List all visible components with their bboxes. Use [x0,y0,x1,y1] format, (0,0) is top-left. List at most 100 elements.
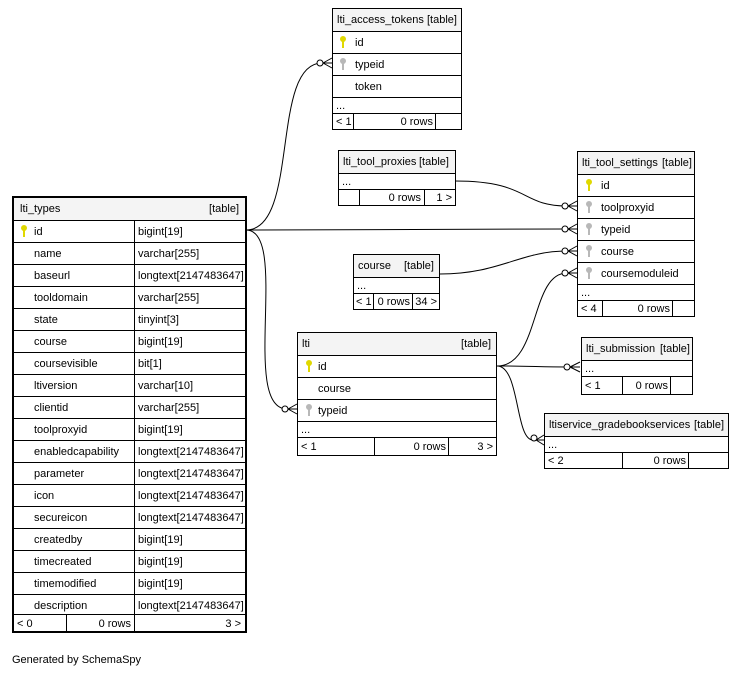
ellipsis-row: ... [333,97,461,113]
column-row: id [298,355,496,377]
children-count: 3 > [477,440,493,453]
column-type: varchar[10] [138,379,194,392]
column-type: longtext[2147483647] [138,489,244,502]
table-title: lti_tool_settings [582,157,658,169]
table-title: course [358,260,392,272]
column-row: ltiversion varchar[10] [14,374,245,396]
crowfoot [567,200,578,212]
row-count: 0 rows [377,295,410,308]
column-name: course [318,382,352,395]
link-end-circle [561,202,569,210]
ellipsis-row: ... [582,360,692,376]
table-kind: [table] [427,14,457,26]
parents-count: < 2 [548,454,564,467]
link-tool-settings-course [439,250,568,275]
ellipsis: ... [585,362,595,375]
table-kind: [table] [662,157,692,169]
column-name: timemodified [34,577,97,590]
column-type: bigint[19] [138,555,183,568]
row-count: 0 rows [400,115,433,128]
crowfoot [569,361,581,373]
column-name: course [601,245,635,258]
table-ltiservice-gradebookservices[interactable]: ltiservice_gradebookservices [table] ...… [544,413,729,469]
row-count: 0 rows [635,379,668,392]
column-type: bigint[19] [138,423,183,436]
parents-count: < 4 [581,302,597,315]
table-footer: < 1 0 rows 3 > [298,437,496,455]
table-course[interactable]: course [table] ... < 1 0 rows 34 > [353,254,440,310]
column-name: id [355,36,364,49]
table-kind: [table] [660,343,690,355]
column-name: enabledcapability [34,445,120,458]
ellipsis-row: ... [578,284,694,300]
parents-count: < 1 [585,379,601,392]
table-kind: [table] [694,419,724,431]
column-name: id [34,225,43,238]
column-name: coursevisible [34,357,98,370]
column-row: typeid [578,218,694,240]
column-name: ltiversion [34,379,78,392]
foreign-key-icon [306,404,312,416]
ellipsis-row: ... [354,277,439,293]
table-title: lti_access_tokens [337,14,424,26]
column-row: toolproxyid [578,196,694,218]
crowfoot [567,223,578,235]
foreign-key-icon [340,58,346,70]
column-name: description [34,599,88,612]
table-title: lti [302,338,310,350]
table-lti-tool-settings[interactable]: lti_tool_settings [table] id toolproxyid… [577,151,695,317]
link-lti-types [245,229,288,410]
column-row: tooldomain varchar[255] [14,286,245,308]
column-row: token [333,75,461,97]
children-count: 3 > [225,618,241,630]
link-tool-settings-lti [496,272,568,367]
table-title: lti_tool_proxies [343,156,417,168]
children-count: 34 > [415,295,437,308]
column-row: id [333,31,461,53]
link-end-circle [561,269,569,277]
link-end-circle [316,59,324,67]
generated-by-footer: Generated by SchemaSpy [12,654,142,666]
table-lti[interactable]: lti [table] id course typeid ... < 1 0 r… [297,332,497,456]
primary-key-icon [586,179,592,191]
row-count: 0 rows [653,454,686,467]
row-count: 0 rows [413,440,446,453]
parents-count: < 1 [356,295,372,308]
column-type: varchar[255] [138,247,200,260]
table-footer: < 0 0 rows 3 > [14,614,245,633]
column-type: varchar[255] [138,291,200,304]
column-name: coursemoduleid [601,267,679,280]
ellipsis-row: ... [298,421,496,437]
table-kind: [table] [404,260,434,272]
column-name: toolproxyid [601,201,655,214]
table-footer: < 2 0 rows [545,452,728,468]
table-footer: < 4 0 rows [578,300,694,316]
link-end-circle [561,225,569,233]
table-lti-tool-proxies[interactable]: lti_tool_proxies [table] ... 0 rows 1 > [338,150,456,206]
column-name: course [34,335,68,348]
table-lti-access-tokens[interactable]: lti_access_tokens [table] id typeid toke… [332,8,462,130]
children-count: 1 > [436,191,452,204]
ellipsis: ... [301,423,311,436]
table-lti-submission[interactable]: lti_submission [table] ... < 1 0 rows [581,337,693,395]
ellipsis: ... [336,99,346,112]
column-type: longtext[2147483647] [138,445,244,458]
crowfoot [287,403,298,415]
column-name: id [601,179,610,192]
row-count: 0 rows [98,618,131,630]
table-footer: 0 rows 1 > [339,189,455,205]
link-tool-settings-proxies [454,180,568,207]
column-name: tooldomain [34,291,88,304]
column-name: toolproxyid [34,423,88,436]
link-end-circle [563,363,571,371]
column-name: baseurl [34,269,71,282]
table-title: lti_submission [586,343,656,355]
